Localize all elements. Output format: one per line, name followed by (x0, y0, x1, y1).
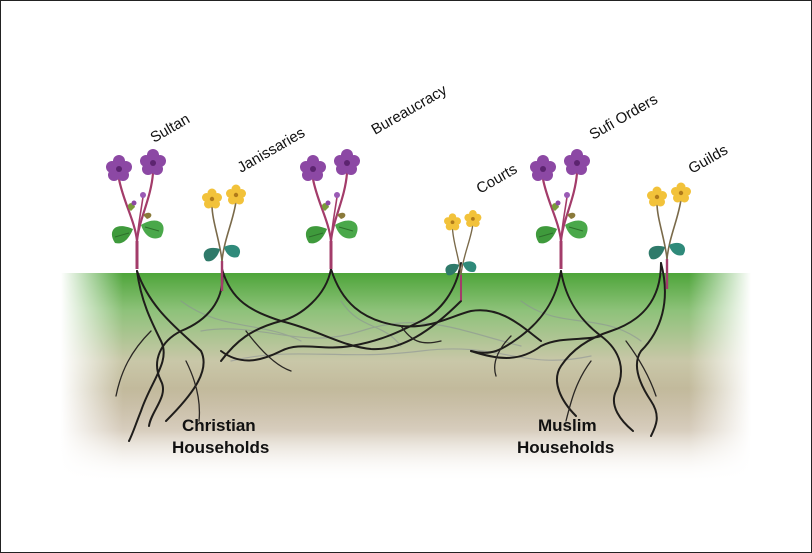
label-courts: Courts (474, 161, 521, 198)
label-guilds: Guilds (686, 141, 731, 177)
christian-households-line1: Christian (182, 416, 256, 435)
plant-sultan (106, 149, 166, 269)
institution-labels: Sultan Janissaries Bureaucracy Courts Su… (148, 81, 731, 197)
muslim-households-line1: Muslim (538, 416, 597, 435)
label-janissaries: Janissaries (235, 124, 308, 176)
plant-sufi-orders (530, 149, 590, 269)
label-sultan: Sultan (148, 110, 193, 146)
christian-households-line2: Households (172, 438, 269, 457)
label-bureaucracy: Bureaucracy (369, 81, 451, 138)
ground (61, 273, 751, 483)
label-sufi-orders: Sufi Orders (587, 91, 661, 144)
plant-bureaucracy (300, 149, 360, 269)
muslim-households-line2: Households (517, 438, 614, 457)
